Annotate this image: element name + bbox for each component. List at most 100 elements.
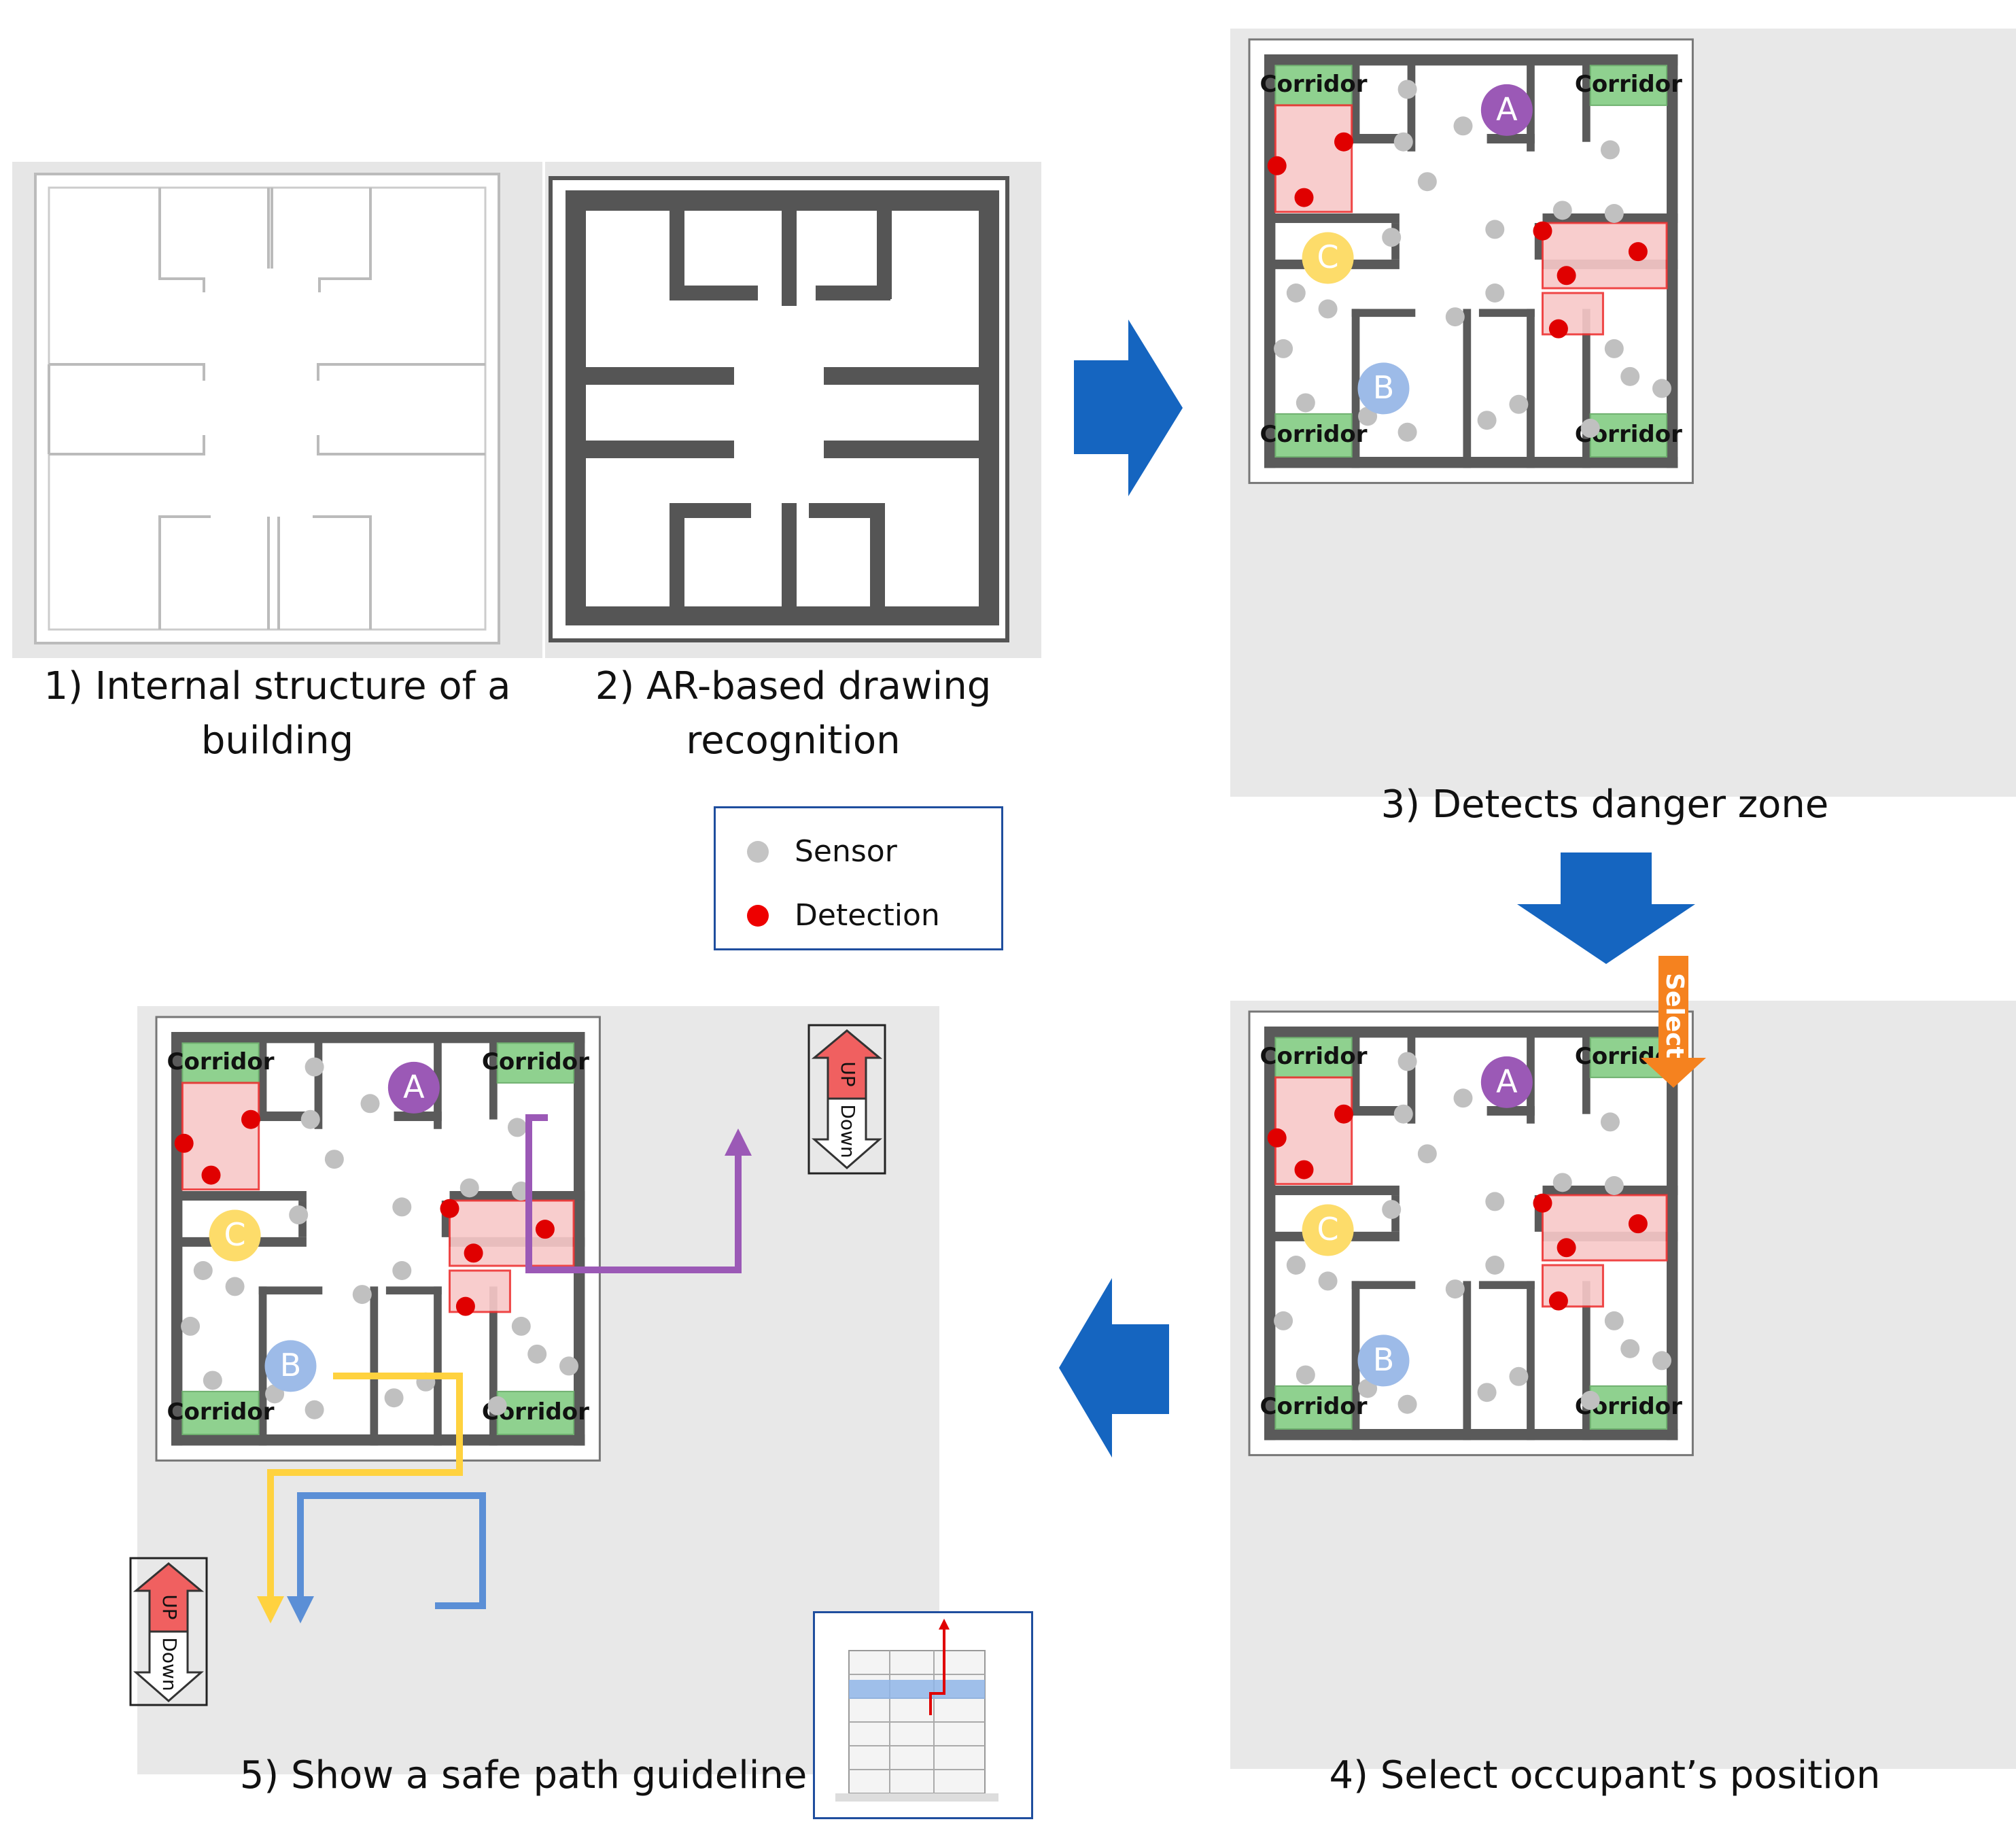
sensor-dot (527, 1344, 547, 1364)
wall (1582, 309, 1591, 468)
sensor-dot (1604, 204, 1624, 223)
detection-dot (1557, 266, 1576, 286)
corridor-zone (496, 1042, 575, 1084)
sensor-dot (1453, 1088, 1473, 1108)
wall (394, 1112, 442, 1122)
wall (258, 1032, 267, 1120)
wall (1351, 309, 1360, 468)
detection-dot (1557, 1238, 1576, 1258)
wall (1478, 1281, 1535, 1290)
corridor-label: Corridor (167, 1048, 275, 1075)
wall (1351, 1281, 1360, 1441)
sensor-dot (1397, 1394, 1417, 1414)
sensor-dot (193, 1261, 213, 1280)
sensor-dot (305, 1400, 324, 1419)
detection-dot (1294, 188, 1314, 207)
corridor-label: Corridor (1260, 71, 1368, 98)
caption-step4: 4) Select occupant’s position (1329, 1753, 1881, 1797)
occupant-marker (1480, 1056, 1533, 1108)
sensor-dot (1397, 422, 1417, 442)
corridor-label: Corridor (1575, 71, 1682, 98)
stair-indicator-top: UP Down (807, 1024, 886, 1175)
danger-zone (1274, 104, 1353, 213)
wall (1487, 1106, 1535, 1116)
sensor-dot (1580, 418, 1600, 438)
caption-step3: 3) Detects danger zone (1380, 782, 1829, 827)
sensor-dot (1274, 1311, 1293, 1330)
wall (1264, 1027, 1678, 1038)
occupant-marker (1357, 362, 1410, 415)
caption-step2-line1: 2) AR-based drawing (595, 664, 992, 708)
wall (1351, 1027, 1360, 1114)
wall (1527, 1281, 1535, 1441)
sensor-dot (300, 1109, 320, 1129)
building-section-inset (813, 1611, 1033, 1819)
wall (1264, 54, 1678, 66)
corridor-zone (1589, 1385, 1668, 1430)
detection-dot (1294, 1160, 1314, 1179)
sensor-dot (1652, 379, 1671, 398)
sensor-dot (1296, 1365, 1315, 1385)
building-section-icon (835, 1619, 998, 1802)
sensor-dot (1286, 283, 1306, 303)
sensor-dot (225, 1277, 245, 1296)
wall (1478, 309, 1535, 317)
sensor-dot (1445, 1279, 1465, 1299)
sensor-dot (384, 1388, 404, 1408)
occupant-marker (209, 1209, 261, 1262)
wall (1487, 134, 1535, 144)
sensor-dot (1417, 172, 1437, 192)
sensor-dot (1477, 411, 1497, 430)
sensor-dot (181, 1316, 201, 1336)
detection-dot (1267, 1128, 1287, 1148)
legend-detection: Detection (716, 895, 1001, 936)
occupant-marker (1357, 1334, 1410, 1387)
select-arrow: Select (1641, 956, 1706, 1088)
sensor-dot (511, 1316, 531, 1336)
detection-dot (1334, 1104, 1353, 1124)
wall (1582, 54, 1591, 142)
sensor-dot (1552, 201, 1572, 220)
occupant-label: A (1496, 1063, 1518, 1099)
wall (1264, 213, 1400, 224)
occupant-label: B (1373, 1341, 1395, 1378)
occupant-label: A (1496, 90, 1518, 127)
caption-step1-line1: 1) Internal structure of a (44, 664, 511, 708)
sensor-dot (1296, 393, 1315, 413)
sensor-dot (1600, 140, 1620, 160)
caption-step5: 5) Show a safe path guideline (239, 1753, 807, 1797)
detection-dot (455, 1296, 475, 1316)
arrow-left-icon (1059, 1278, 1169, 1458)
sensor-dot (1604, 1176, 1624, 1195)
danger-zone (1274, 1076, 1353, 1186)
wall (1264, 1186, 1400, 1196)
legend: Sensor Detection (714, 806, 1003, 950)
corridor-zone (181, 1390, 260, 1436)
detection-dot (1334, 132, 1353, 152)
detection-dot (440, 1199, 459, 1218)
occupant-label: C (1317, 239, 1339, 275)
sensor-dot (1604, 339, 1624, 358)
sensor-dot (1453, 116, 1473, 136)
occupant-marker (264, 1340, 317, 1392)
sensor-dot (1393, 1104, 1413, 1124)
wall (489, 1032, 498, 1120)
wall (258, 1112, 315, 1122)
sensor-dot (1620, 1339, 1640, 1358)
corridor-label: Corridor (1260, 421, 1368, 448)
wall (1351, 54, 1360, 142)
sensor-dot (1600, 1112, 1620, 1132)
caption-step1: 1) Internal structure of a building (12, 659, 542, 768)
wall (1463, 1281, 1472, 1441)
sensor-dot (1382, 228, 1402, 247)
corridor-zone (1274, 1385, 1353, 1430)
wall (1351, 1281, 1416, 1290)
panel-1-outline-plan (12, 162, 542, 658)
sensor-dot (1604, 1311, 1624, 1330)
sensor-dot (1620, 366, 1640, 386)
sensor-dot (1485, 220, 1505, 239)
legend-detection-label: Detection (795, 898, 940, 933)
